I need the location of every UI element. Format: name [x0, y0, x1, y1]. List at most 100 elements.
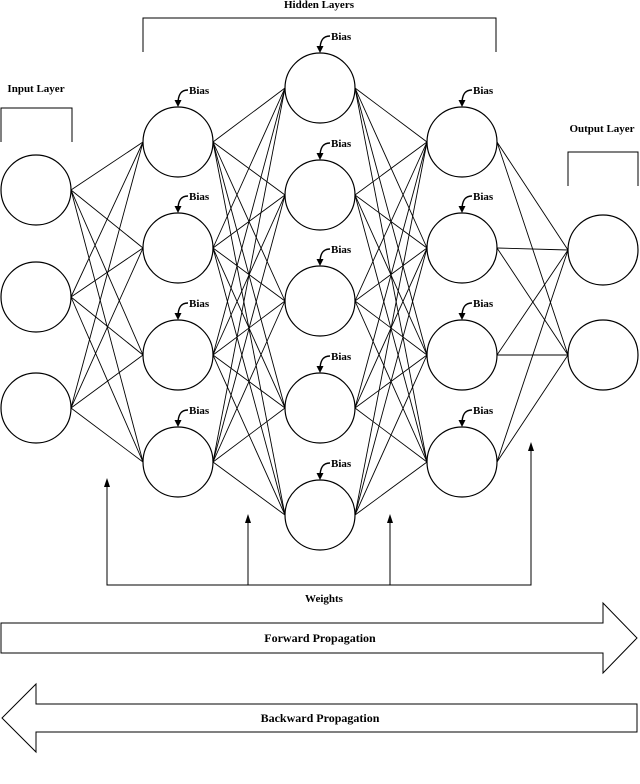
bias-marker: Bias [458, 85, 494, 107]
bias-marker: Bias [316, 458, 352, 480]
bias-marker: Bias [316, 138, 352, 160]
weight-connection [70, 296, 144, 463]
output-layer-bracket: Output Layer [567, 123, 639, 186]
weights-label: Weights [305, 593, 344, 605]
weights-arrowhead [528, 442, 534, 451]
bias-label: Bias [331, 351, 352, 363]
bias-marker: Bias [174, 85, 210, 107]
bias-label: Bias [189, 191, 210, 203]
input-neuron [0, 372, 72, 444]
bias-label: Bias [331, 244, 352, 256]
weight-connection [212, 300, 286, 463]
input-neuron [0, 261, 72, 333]
bias-marker: Bias [174, 405, 210, 427]
bias-label: Bias [473, 405, 494, 417]
bias-marker: Bias [316, 351, 352, 373]
weight-connection [354, 87, 428, 143]
bias-label: Bias [473, 85, 494, 97]
bias-arrowhead [174, 206, 182, 213]
bias-label: Bias [331, 138, 352, 150]
weight-connection [496, 354, 569, 463]
weight-connection [354, 141, 428, 516]
hidden-1-neuron [142, 426, 214, 498]
weight-connection [70, 296, 144, 356]
hidden-2-neuron [284, 52, 356, 124]
weight-connection [70, 354, 144, 409]
output-neuron [567, 319, 639, 391]
weight-connection [496, 249, 569, 356]
weights-arrowhead [245, 514, 251, 523]
bias-marker: Bias [316, 31, 352, 53]
bias-arrowhead [316, 473, 324, 480]
weight-connections [70, 87, 569, 516]
weight-connection [354, 141, 428, 302]
bias-arrowhead [316, 259, 324, 266]
input-layer-bracket: Input Layer [0, 83, 73, 142]
weight-connection [70, 247, 144, 298]
weight-connection [496, 141, 569, 356]
bias-marker: Bias [458, 298, 494, 320]
weights-arrowhead [387, 514, 393, 523]
bias-marker: Bias [458, 405, 494, 427]
forward-propagation-label: Forward Propagation [264, 631, 376, 645]
backward-propagation-arrow: Backward Propagation [1, 682, 638, 754]
bias-marker: Bias [174, 191, 210, 213]
backward-propagation-label: Backward Propagation [261, 711, 380, 725]
weight-connection [496, 249, 569, 463]
bias-marker: Bias [316, 244, 352, 266]
forward-propagation-arrow: Forward Propagation [0, 601, 638, 675]
output-neuron [567, 214, 639, 286]
bias-arrowhead [316, 46, 324, 53]
bias-label: Bias [189, 85, 210, 97]
bias-marker: Bias [174, 298, 210, 320]
weight-connection [212, 87, 286, 356]
weight-connection [70, 141, 144, 191]
weight-connection [354, 354, 428, 516]
weight-connection [70, 407, 144, 463]
weight-connection [354, 247, 428, 516]
input-neuron [0, 154, 72, 226]
input-layer-label: Input Layer [7, 83, 64, 95]
weights-arrowhead [104, 478, 110, 487]
bias-label: Bias [473, 298, 494, 310]
weight-connection [496, 141, 569, 251]
hidden-layers-bracket: Hidden Layers [142, 0, 497, 52]
bias-arrowhead [174, 100, 182, 107]
weight-connection [354, 141, 428, 409]
hidden-1-neuron [142, 319, 214, 391]
weights-indicator: Weights [104, 442, 534, 605]
bias-arrowhead [458, 206, 466, 213]
bias-arrowhead [174, 420, 182, 427]
hidden-2-neuron [284, 479, 356, 551]
hidden-3-neuron [426, 106, 498, 178]
bias-label: Bias [331, 31, 352, 43]
weight-connection [212, 407, 286, 463]
bias-arrowhead [174, 313, 182, 320]
hidden-2-neuron [284, 159, 356, 231]
weight-connection [212, 87, 286, 249]
bias-arrowhead [316, 153, 324, 160]
bias-label: Bias [189, 298, 210, 310]
weight-connection [212, 87, 286, 143]
bias-label: Bias [331, 458, 352, 470]
bias-marker: Bias [458, 191, 494, 213]
weight-connection [70, 141, 144, 298]
weight-connection [70, 247, 144, 409]
bias-arrowhead [316, 366, 324, 373]
bias-label: Bias [189, 405, 210, 417]
weight-connection [496, 247, 569, 356]
weight-connection [212, 87, 286, 463]
hidden-3-neuron [426, 212, 498, 284]
weight-connection [212, 461, 286, 516]
hidden-2-neuron [284, 372, 356, 444]
output-layer-label: Output Layer [569, 123, 634, 135]
weight-connection [212, 194, 286, 463]
hidden-3-neuron [426, 319, 498, 391]
hidden-1-neuron [142, 212, 214, 284]
bias-markers: BiasBiasBiasBiasBiasBiasBiasBiasBiasBias… [174, 31, 494, 480]
neurons [0, 52, 639, 551]
bias-arrowhead [458, 313, 466, 320]
hidden-3-neuron [426, 426, 498, 498]
bias-label: Bias [473, 191, 494, 203]
